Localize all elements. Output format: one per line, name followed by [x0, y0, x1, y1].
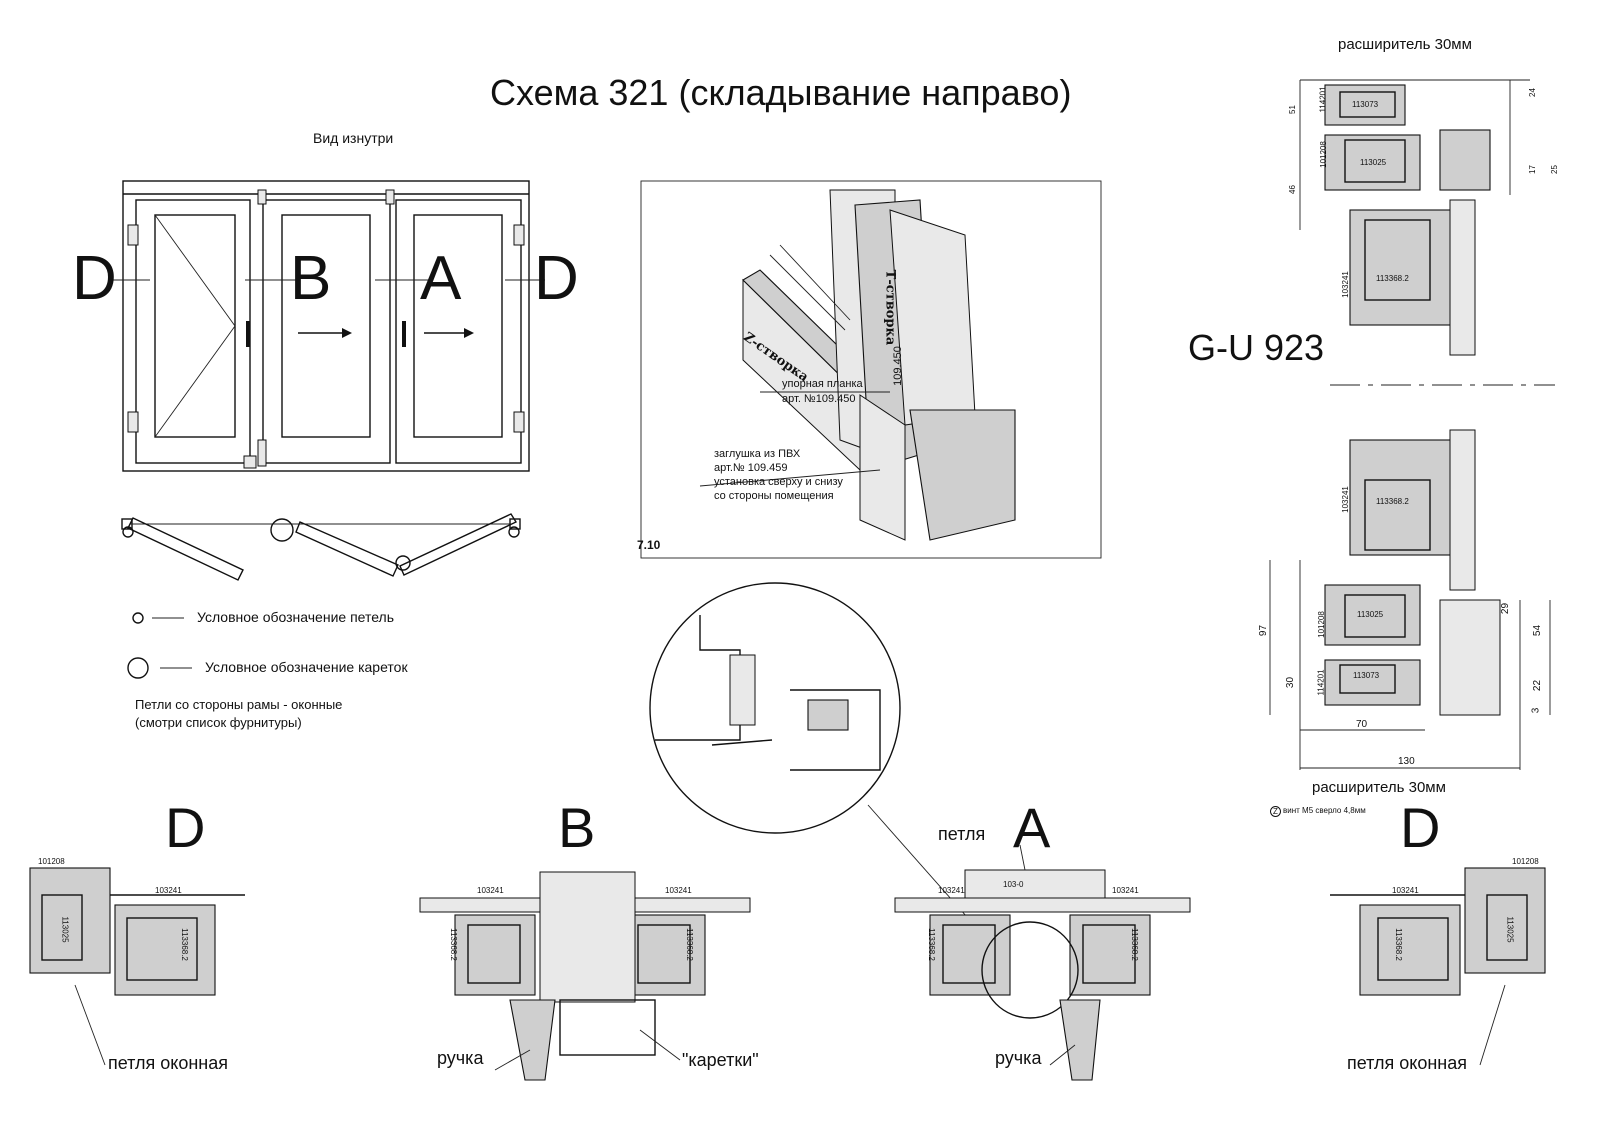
code-103241-a-right: 103241: [1112, 886, 1139, 895]
legend-hinge: Условное обозначение петель: [197, 609, 395, 625]
iso-fig: 7.10: [637, 538, 661, 552]
bottom-label-d-right: D: [1400, 796, 1441, 859]
expander-top: расширитель 30мм: [1338, 36, 1472, 53]
dim-51: 51: [1287, 105, 1297, 114]
iso-install-2: со стороны помещения: [714, 490, 834, 502]
dim-54: 54: [1532, 624, 1544, 637]
code-113368-b-right: 113368.2: [684, 928, 694, 961]
gu-label: G-U 923: [1188, 327, 1325, 368]
iso-t-sash: Т-створка: [882, 269, 898, 346]
code-113368-d-right: 113368.2: [1393, 928, 1403, 961]
legend-carriage: Условное обозначение кареток: [205, 659, 408, 675]
window-elevation: [110, 180, 545, 472]
iso-plug: заглушка из ПВХ: [714, 448, 801, 460]
dim-46: 46: [1287, 185, 1297, 194]
bottom-label-a: A: [1013, 796, 1051, 859]
code-103241-b-left: 103241: [477, 886, 504, 895]
legend-note-2: (смотри список фурнитуры): [135, 715, 302, 730]
label-hinge: петля: [938, 824, 986, 844]
profile-113073-bottom: 113073: [1353, 671, 1380, 680]
dim-24: 24: [1527, 88, 1537, 97]
view-label: Вид изнутри: [313, 130, 394, 146]
code-113368-a-right: 113368.2: [1129, 928, 1139, 961]
iso-stop-bar-art: арт. №109.450: [782, 393, 856, 405]
code-101208-left: 101208: [38, 857, 65, 866]
section-label-d-right: D: [534, 244, 579, 313]
small-114201-bottom: 114201: [1316, 669, 1326, 696]
isometric-view: [640, 180, 1102, 559]
code-113025-right: 113025: [1505, 916, 1515, 943]
dim-70: 70: [1356, 719, 1368, 730]
small-103241-bottom: 103241: [1340, 486, 1350, 513]
screw-z-icon: Z: [1270, 806, 1281, 817]
small-114201-top: 114201: [1318, 86, 1328, 113]
code-103241-d-left: 103241: [155, 886, 182, 895]
code-113368-d-left: 113368.2: [179, 928, 189, 961]
small-101208-bottom: 101208: [1316, 611, 1326, 638]
profile-113025-bottom: 113025: [1357, 610, 1384, 619]
profile-bottom-right: [1269, 429, 1551, 770]
bottom-label-d-left: D: [165, 796, 206, 859]
profile-113073-top: 113073: [1352, 100, 1379, 109]
dim-3: 3: [1530, 707, 1542, 714]
label-hinge-window-left: петля оконная: [108, 1053, 228, 1073]
label-handle-right: ручка: [995, 1048, 1042, 1068]
code-103241-a-left: 103241: [938, 886, 965, 895]
detail-circle: [649, 582, 1006, 961]
code-103241-d-right: 103241: [1392, 886, 1419, 895]
section-d-left: [29, 867, 245, 1066]
small-101208-top: 101208: [1318, 141, 1328, 168]
section-d-right: [1330, 867, 1546, 1066]
section-label-d-left: D: [72, 244, 117, 313]
code-103-0: 103-0: [1003, 880, 1024, 889]
iso-stop-bar: упорная планка: [782, 378, 863, 390]
legend-note-1: Петли со стороны рамы - оконные: [135, 697, 343, 712]
bottom-label-b: B: [558, 796, 596, 859]
section-label-b: B: [290, 244, 332, 313]
code-103241-b-right: 103241: [665, 886, 692, 895]
dim-22: 22: [1532, 679, 1544, 692]
dim-130: 130: [1398, 756, 1415, 767]
iso-plug-art: арт.№ 109.459: [714, 462, 788, 474]
dim-97: 97: [1258, 624, 1270, 637]
code-113368-b-left: 113368.2: [448, 928, 458, 961]
label-hinge-window-right: петля оконная: [1347, 1053, 1467, 1073]
code-113025-left: 113025: [60, 916, 70, 943]
page-title: Схема 321 (складывание направо): [490, 72, 1072, 113]
code-101208-right: 101208: [1512, 857, 1539, 866]
expander-bottom: расширитель 30мм: [1312, 779, 1446, 796]
small-103241-top: 103241: [1340, 271, 1350, 298]
section-b: [419, 871, 751, 1081]
dim-30: 30: [1285, 676, 1297, 689]
section-label-a: A: [420, 244, 462, 313]
dim-29: 29: [1500, 602, 1512, 615]
dim-17: 17: [1527, 165, 1537, 174]
profile-top-right: [1299, 79, 1555, 386]
code-113368-a-left: 113368.2: [926, 928, 936, 961]
label-carriages: "каретки": [682, 1050, 759, 1070]
label-handle-left: ручка: [437, 1048, 484, 1068]
profile-113368-bottom: 113368.2: [1376, 497, 1409, 506]
screw-note: винт M5 сверло 4,8мм: [1283, 806, 1366, 815]
folding-plan: [121, 513, 521, 679]
iso-article-vertical: 109.450: [891, 346, 904, 386]
iso-install-1: установка сверху и снизу: [714, 476, 843, 488]
section-a: [894, 844, 1191, 1081]
dim-25: 25: [1549, 165, 1559, 174]
profile-113368-top: 113368.2: [1376, 274, 1409, 283]
profile-113025-top: 113025: [1360, 158, 1387, 167]
